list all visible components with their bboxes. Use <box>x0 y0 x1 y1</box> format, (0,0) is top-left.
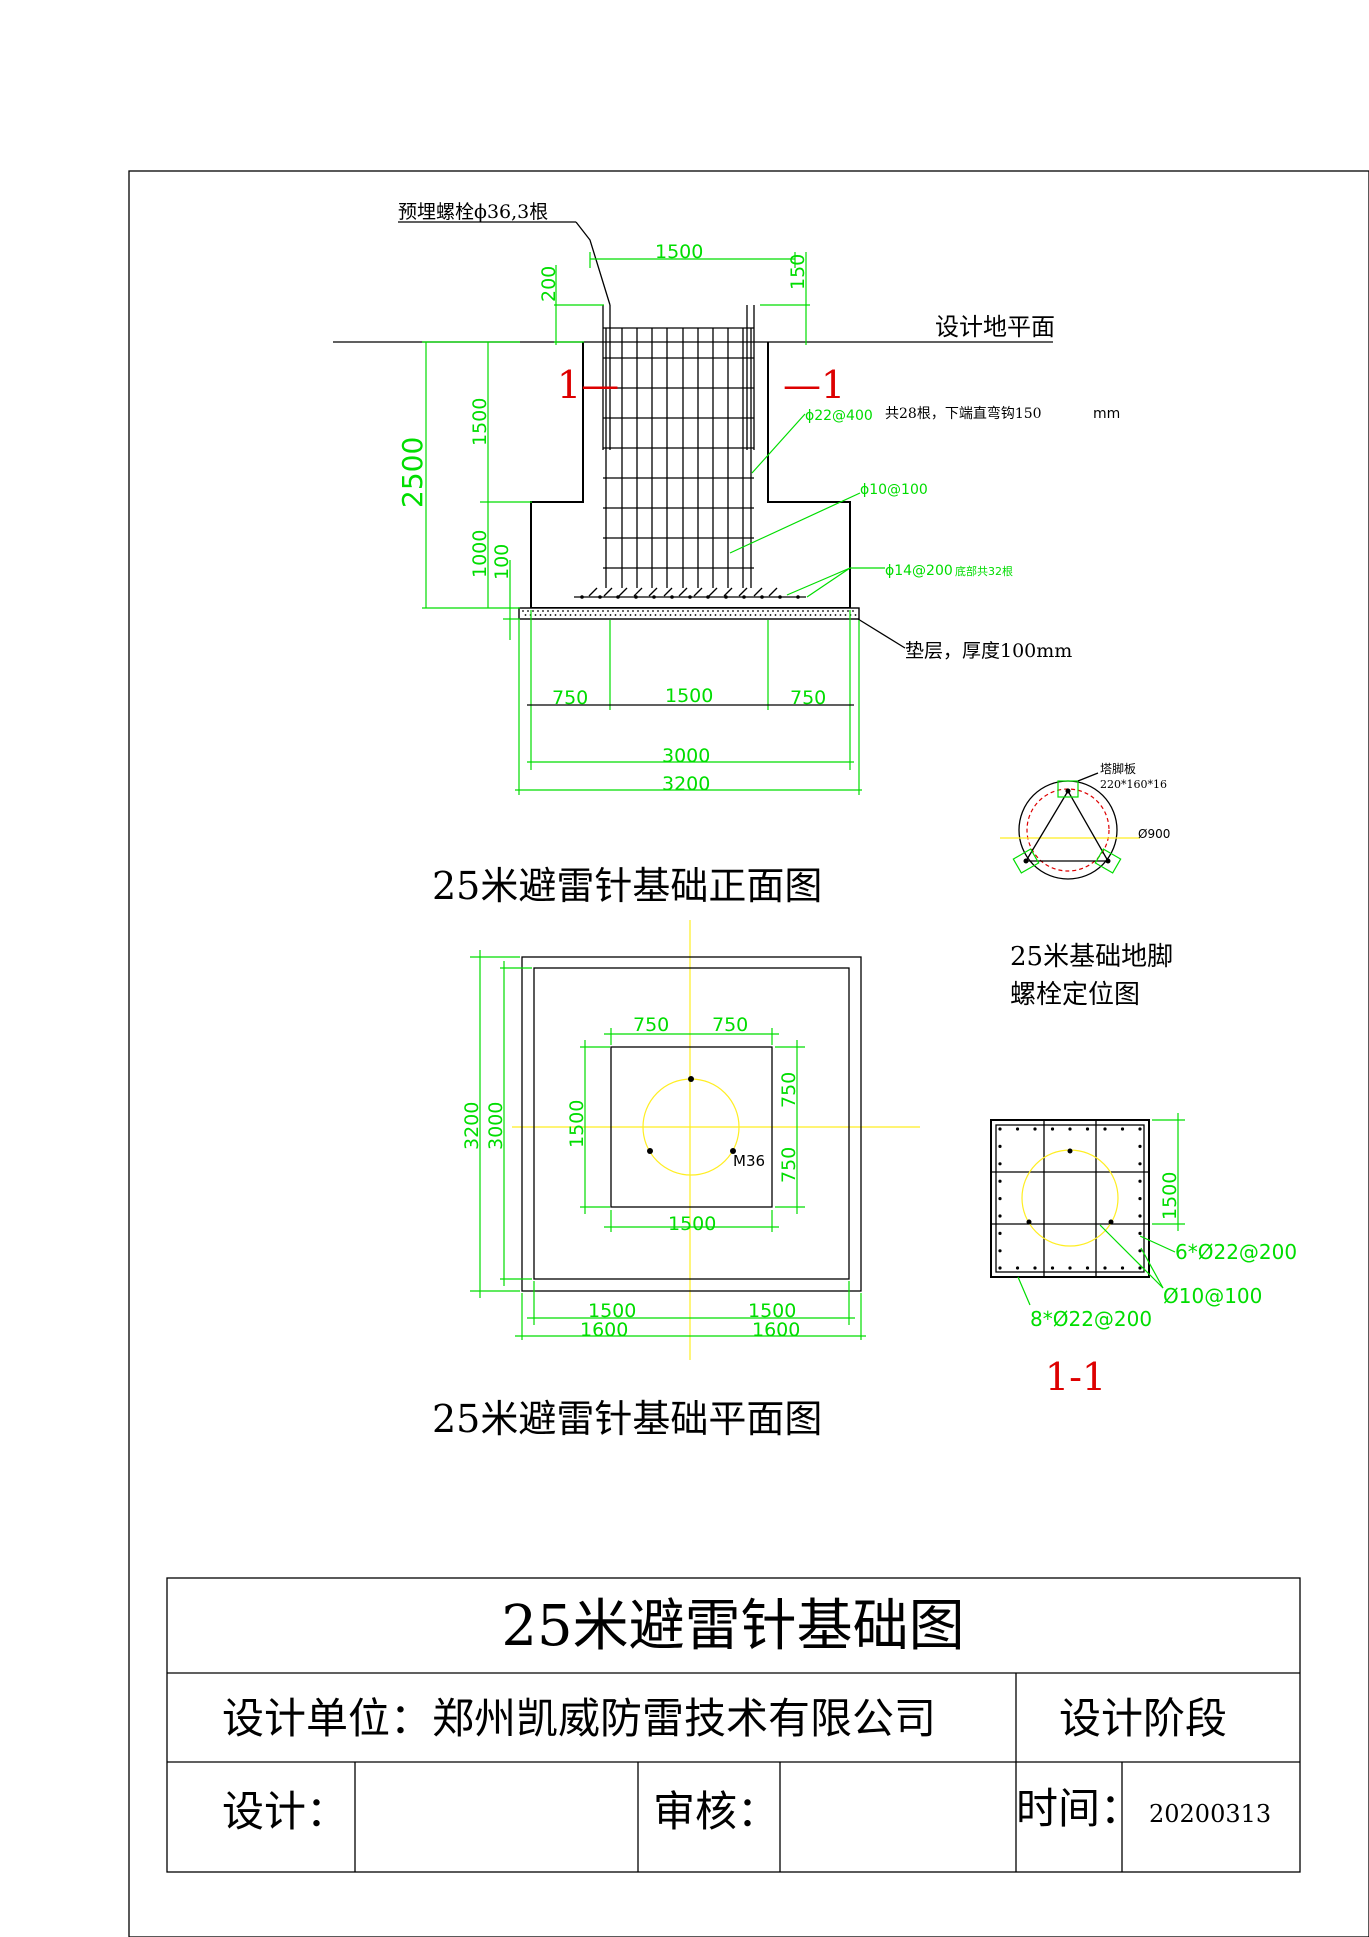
section-rebar-c: 8*Ø22@200 <box>1030 1307 1152 1331</box>
bolt-layout-title-line2: 螺栓定位图 <box>1010 980 1140 1010</box>
dim-pad-height: 100 <box>491 544 513 580</box>
title-block: 25米避雷针基础图 设计单位：郑州凯威防雷技术有限公司 设计阶段 设计： 审核：… <box>166 1577 1301 1873</box>
rebar-vertical-note: 共28根，下端直弯钩150 <box>885 405 1042 422</box>
plate-label: 塔脚板 <box>1100 761 1136 776</box>
section-view: 1500 6*Ø22@200 Ø10@100 8*Ø22@200 1-1 <box>990 1113 1297 1399</box>
bolt-layout-view: 塔脚板 220*160*16 Ø900 25米基础地脚 螺栓定位图 <box>1000 761 1173 1010</box>
design-unit: 设计单位：郑州凯威防雷技术有限公司 <box>222 1694 936 1743</box>
rebar-vertical: ϕ22@400 <box>805 408 873 424</box>
plan-bolt-label: M36 <box>733 1152 765 1170</box>
dim-bolt-left: 200 <box>538 266 560 302</box>
sheet-border <box>128 170 1369 1937</box>
dim-pad-width: 3200 <box>662 773 710 795</box>
rebar-stirrup: ϕ10@100 <box>860 482 928 498</box>
dim-bottom-3: 750 <box>790 687 826 709</box>
plate-size: 220*160*16 <box>1100 778 1167 791</box>
designer-label: 设计： <box>222 1787 348 1836</box>
ground-label: 设计地平面 <box>935 313 1055 341</box>
dim-bottom-2: 1500 <box>665 685 713 707</box>
plan-dim-bottom1-left: 1500 <box>588 1300 636 1322</box>
plan-view: M36 750 750 750 750 1500 1500 3200 3000 <box>432 920 920 1441</box>
rebar-bottom: ϕ14@200 <box>885 563 953 579</box>
section-outline <box>990 1119 1150 1278</box>
dim-bolt-right: 150 <box>787 254 809 290</box>
plan-dim-bottom1-right: 1500 <box>748 1300 796 1322</box>
reviewer-label: 审核： <box>653 1787 779 1836</box>
dim-total-height: 2500 <box>396 437 429 508</box>
plan-base <box>533 967 850 1280</box>
section-rebar-a: 6*Ø22@200 <box>1175 1240 1297 1264</box>
section-rebar-b: Ø10@100 <box>1163 1284 1262 1308</box>
plan-dim-inner-bottom: 1500 <box>668 1213 716 1235</box>
section-dim-height: 1500 <box>1159 1172 1181 1220</box>
plan-dim-bottom2-right: 1600 <box>752 1319 800 1341</box>
date-value: 20200313 <box>1149 1800 1271 1828</box>
dim-bottom-1: 750 <box>552 687 588 709</box>
plan-dim-top-2: 750 <box>712 1014 748 1036</box>
section-title: 1-1 <box>1045 1355 1106 1399</box>
dim-top-width: 1500 <box>655 241 703 263</box>
plan-dim-left-inner: 1500 <box>566 1100 588 1148</box>
plan-dim-right-1: 750 <box>778 1072 800 1108</box>
bolt-layout-title-line1: 25米基础地脚 <box>1010 942 1173 972</box>
section-mark-right: —1 <box>783 363 845 407</box>
elevation-title: 25米避雷针基础正面图 <box>432 864 822 908</box>
unit-label: mm <box>1093 406 1120 422</box>
section-mark-left: 1— <box>557 363 619 407</box>
plan-column <box>610 1046 773 1208</box>
design-stage: 设计阶段 <box>1059 1694 1227 1743</box>
plan-dim-outer-3000: 3000 <box>485 1102 507 1150</box>
plan-dim-top-1: 750 <box>633 1014 669 1036</box>
pad-note: 垫层，厚度100mm <box>905 640 1072 662</box>
plan-dim-bottom2-left: 1600 <box>580 1319 628 1341</box>
drawing-title: 25米避雷针基础图 <box>501 1594 964 1659</box>
bolt-circle-diameter: Ø900 <box>1138 827 1170 841</box>
cushion-pad <box>518 607 860 620</box>
rebar-bottom-note: 底部共32根 <box>955 564 1013 578</box>
plan-dim-outer-3200: 3200 <box>461 1102 483 1150</box>
dim-upper-height: 1500 <box>469 398 491 446</box>
bolt-note: 预埋螺栓ϕ36,3根 <box>398 201 548 223</box>
plan-title: 25米避雷针基础平面图 <box>432 1397 822 1441</box>
plan-pad <box>521 956 862 1292</box>
rebar-cage <box>588 327 778 597</box>
plan-dim-right-2: 750 <box>778 1147 800 1183</box>
dim-base-width: 3000 <box>662 745 710 767</box>
date-label: 时间： <box>1016 1784 1142 1833</box>
dim-lower-height: 1000 <box>469 530 491 578</box>
elevation-view: 设计地平面 预埋螺栓ϕ36,3根 1— —1 1500 200 <box>333 201 1120 908</box>
